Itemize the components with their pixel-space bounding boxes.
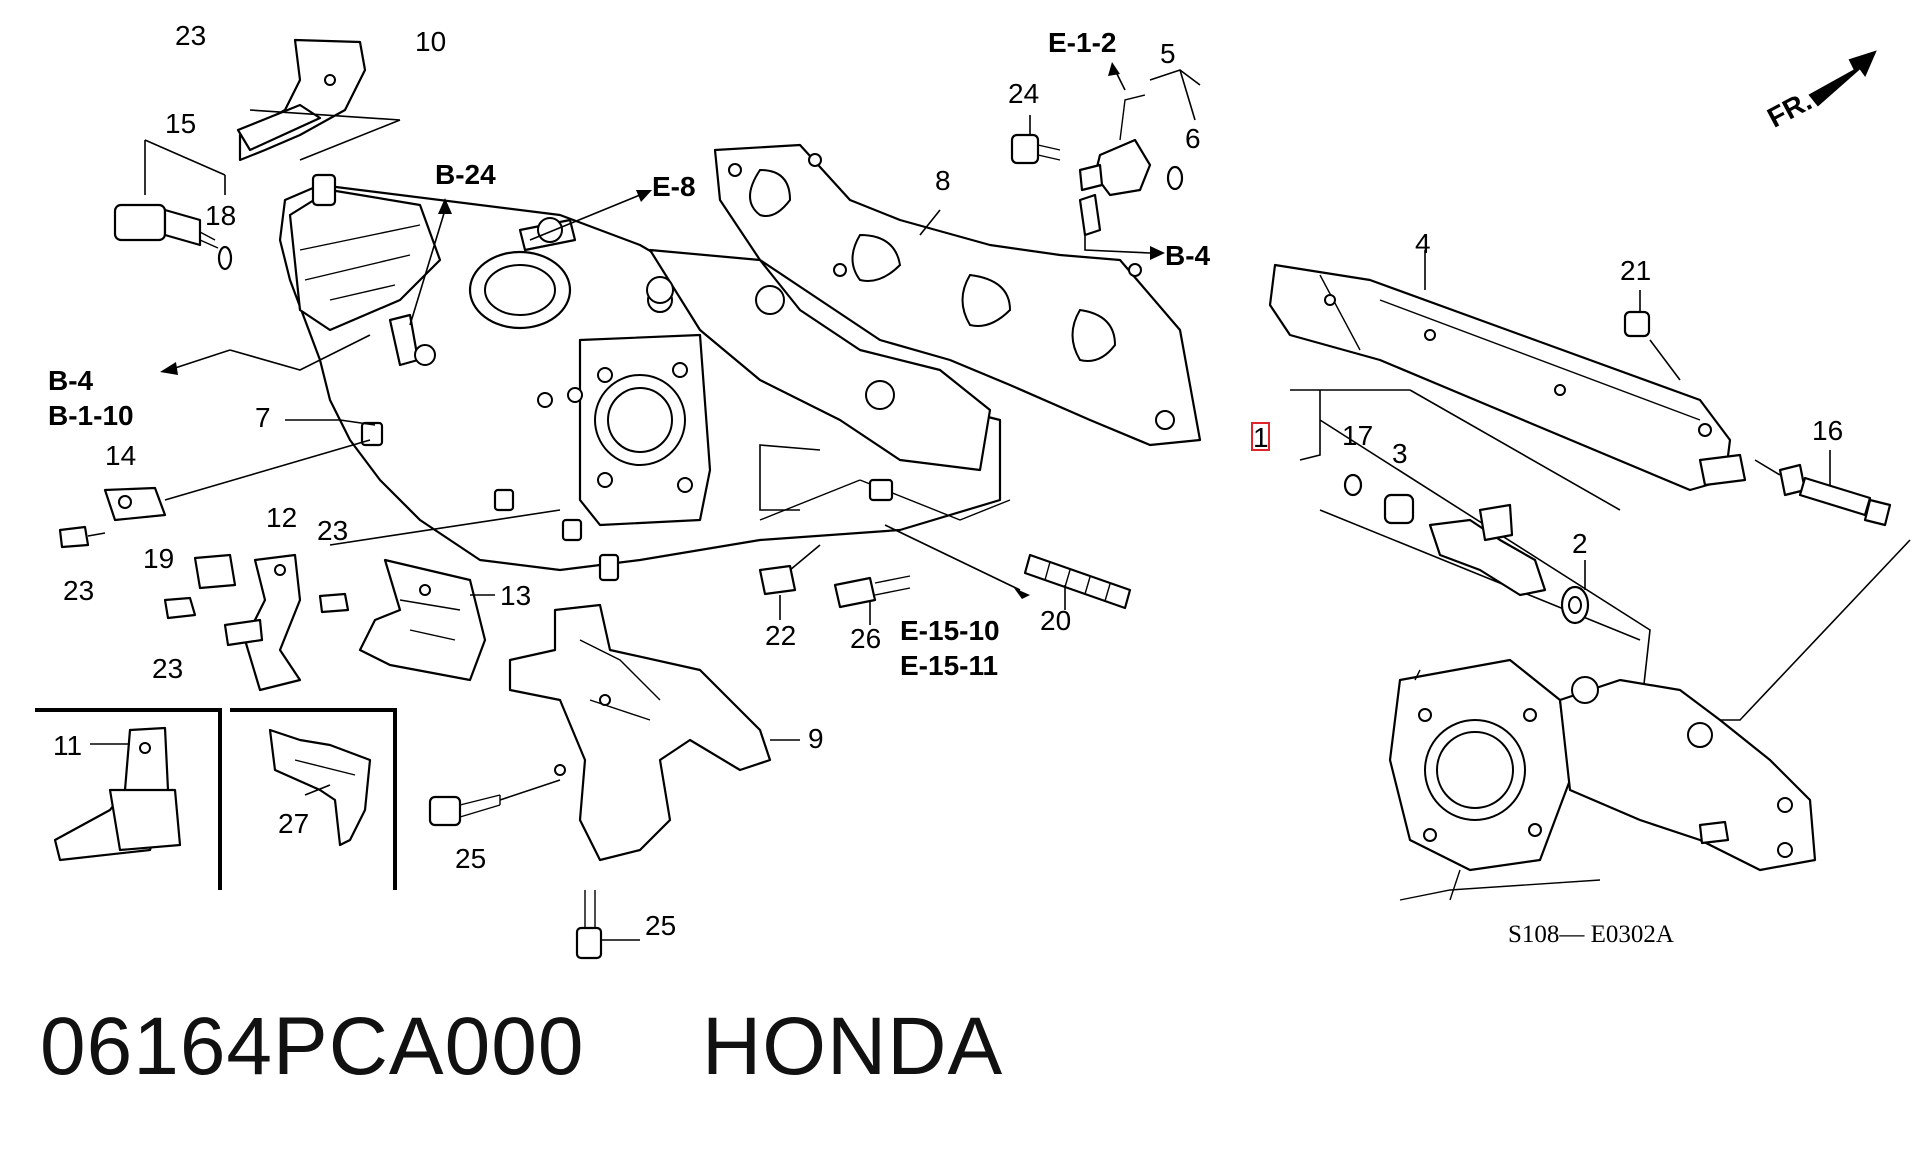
- reference-leaders-left: [160, 190, 821, 546]
- intake-manifold-drawing: [278, 173, 1011, 582]
- callout-18: 18: [205, 200, 236, 231]
- callout-9: 9: [808, 723, 824, 754]
- callout-27: 27: [278, 808, 309, 839]
- callout-21: 21: [1620, 255, 1651, 286]
- ref-e8: E-8: [652, 171, 696, 202]
- highlight-box-callout-1: [1251, 422, 1270, 451]
- callout-4: 4: [1415, 228, 1431, 259]
- bracket-14-drawing: [58, 486, 167, 549]
- lower-manifold-right-drawing: [1388, 658, 1817, 901]
- callout-7: 7: [255, 402, 271, 433]
- stud-bolt-nut-drawing: [758, 524, 1132, 625]
- callout-22: 22: [765, 620, 796, 651]
- bracket-9-drawing: [508, 603, 800, 862]
- callout-8: 8: [935, 165, 951, 196]
- callout-1: 1: [1253, 422, 1269, 453]
- callout-23b: 23: [63, 575, 94, 606]
- part-caption: 06164PCA000 HONDA: [40, 1000, 1003, 1094]
- callout-19: 19: [143, 543, 174, 574]
- callout-16: 16: [1812, 415, 1843, 446]
- callout-6: 6: [1185, 123, 1201, 154]
- bracket-10-drawing: [236, 38, 401, 162]
- bracket-13-drawing: [358, 558, 495, 682]
- callout-23a: 23: [175, 20, 206, 51]
- sensor-15-drawing: [113, 139, 233, 271]
- gasket-8-drawing: [713, 143, 1202, 447]
- injector-group-drawing: [1290, 389, 1911, 721]
- reference-labels: B-24 E-8 B-4 B-1-10 E-1-2 B-4 E-15-10 E-…: [48, 27, 1817, 948]
- front-direction-label: FR.: [1762, 85, 1816, 134]
- front-arrow-icon: [1808, 50, 1877, 107]
- callout-24: 24: [1008, 78, 1039, 109]
- diagram-code: S108— E0302A: [1508, 921, 1674, 948]
- callout-13: 13: [500, 580, 531, 611]
- ref-e15-10: E-15-10: [900, 615, 1000, 646]
- ref-e1-2: E-1-2: [1048, 27, 1116, 58]
- callout-23d: 23: [317, 515, 348, 546]
- callout-2: 2: [1572, 528, 1588, 559]
- brand-name: HONDA: [702, 1001, 1004, 1092]
- callout-11: 11: [53, 730, 82, 761]
- pressure-regulator-drawing: [1010, 62, 1201, 260]
- bolt-16-drawing: [1754, 450, 1892, 527]
- ref-b1-10: B-1-10: [48, 400, 134, 431]
- callout-5: 5: [1160, 38, 1176, 69]
- callout-10: 10: [415, 26, 446, 57]
- ref-e15-11: E-15-11: [900, 650, 998, 681]
- callout-25a: 25: [455, 843, 486, 874]
- callout-3: 3: [1392, 438, 1408, 469]
- part-number: 06164PCA000: [40, 1001, 585, 1092]
- ref-b24: B-24: [435, 159, 496, 190]
- callout-17: 17: [1342, 420, 1373, 451]
- callout-25b: 25: [645, 910, 676, 941]
- callout-20: 20: [1040, 605, 1071, 636]
- ref-b4-right: B-4: [1165, 240, 1211, 271]
- callout-26: 26: [850, 623, 881, 654]
- bolt-25-drawing: [428, 779, 640, 960]
- ref-b4-left: B-4: [48, 365, 94, 396]
- callout-15: 15: [165, 108, 196, 139]
- inset-boxes-drawing: [35, 708, 397, 890]
- callout-23c: 23: [152, 653, 183, 684]
- callout-14: 14: [105, 440, 136, 471]
- callout-12: 12: [266, 502, 297, 533]
- callout-labels: 23 10 15 18 7 14 23 19 12 23 23 13 11 27…: [53, 20, 1843, 941]
- fuel-rail-4-drawing: [1268, 250, 1747, 492]
- bracket-12-drawing: [163, 553, 350, 692]
